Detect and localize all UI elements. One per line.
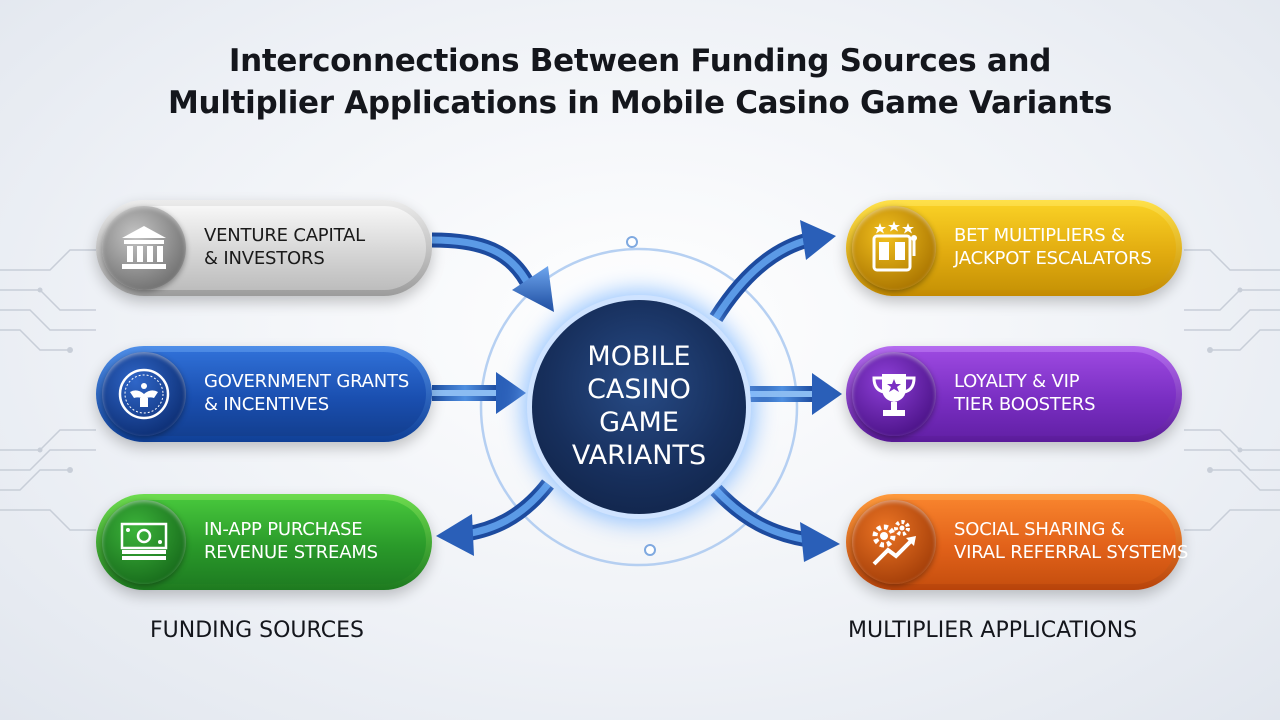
circuit-traces-left xyxy=(0,249,96,531)
multiplier-label: SOCIAL SHARING & VIRAL REFERRAL SYSTEMS xyxy=(954,519,1189,563)
diagram-title: Interconnections Between Funding Sources… xyxy=(0,40,1280,124)
arrow-government-to-hub xyxy=(432,372,526,414)
hub-orbit-ring xyxy=(479,247,799,567)
funding-sources-heading: FUNDING SOURCES xyxy=(150,618,364,643)
hub-label: MOBILE CASINO GAME VARIANTS xyxy=(571,341,707,471)
multiplier-applications-heading: MULTIPLIER APPLICATIONS xyxy=(848,618,1138,643)
arrow-hub-to-social xyxy=(710,484,840,562)
multiplier-label: BET MULTIPLIERS & JACKPOT ESCALATORS xyxy=(954,225,1152,269)
title-line-1: Interconnections Between Funding Sources… xyxy=(228,43,1052,79)
multiplier-label: LOYALTY & VIP TIER BOOSTERS xyxy=(954,371,1096,415)
funding-venture-capital: VENTURE CAPITAL & INVESTORS xyxy=(96,200,432,296)
government-seal-icon xyxy=(102,352,186,436)
arrow-hub-to-loyalty xyxy=(750,373,842,415)
funding-label: IN-APP PURCHASE REVENUE STREAMS xyxy=(204,519,378,563)
funding-label: GOVERNMENT GRANTS & INCENTIVES xyxy=(204,371,410,415)
arrow-venture-to-hub xyxy=(431,232,554,312)
orbit-node-top xyxy=(626,236,638,248)
circuit-traces-right xyxy=(1184,249,1280,531)
funding-in-app-purchase: IN-APP PURCHASE REVENUE STREAMS xyxy=(96,494,432,590)
multiplier-social-viral: SOCIAL SHARING & VIRAL REFERRAL SYSTEMS xyxy=(846,494,1189,590)
trophy-icon xyxy=(852,352,936,436)
arrow-hub-to-bet xyxy=(709,220,836,323)
funding-label: VENTURE CAPITAL & INVESTORS xyxy=(204,225,365,269)
multiplier-bet-jackpot: BET MULTIPLIERS & JACKPOT ESCALATORS xyxy=(846,200,1182,296)
slot-machine-icon xyxy=(852,206,936,290)
cash-stack-icon xyxy=(102,500,186,584)
bank-building-icon xyxy=(102,206,186,290)
hub-mobile-casino-game-variants: MOBILE CASINO GAME VARIANTS xyxy=(532,300,746,514)
funding-government-grants: GOVERNMENT GRANTS & INCENTIVES xyxy=(96,346,432,442)
multiplier-loyalty-vip: LOYALTY & VIP TIER BOOSTERS xyxy=(846,346,1182,442)
gears-growth-icon xyxy=(852,500,936,584)
title-line-2: Multiplier Applications in Mobile Casino… xyxy=(168,85,1112,121)
arrow-hub-to-inapp xyxy=(436,479,554,556)
orbit-node-bottom xyxy=(644,544,656,556)
